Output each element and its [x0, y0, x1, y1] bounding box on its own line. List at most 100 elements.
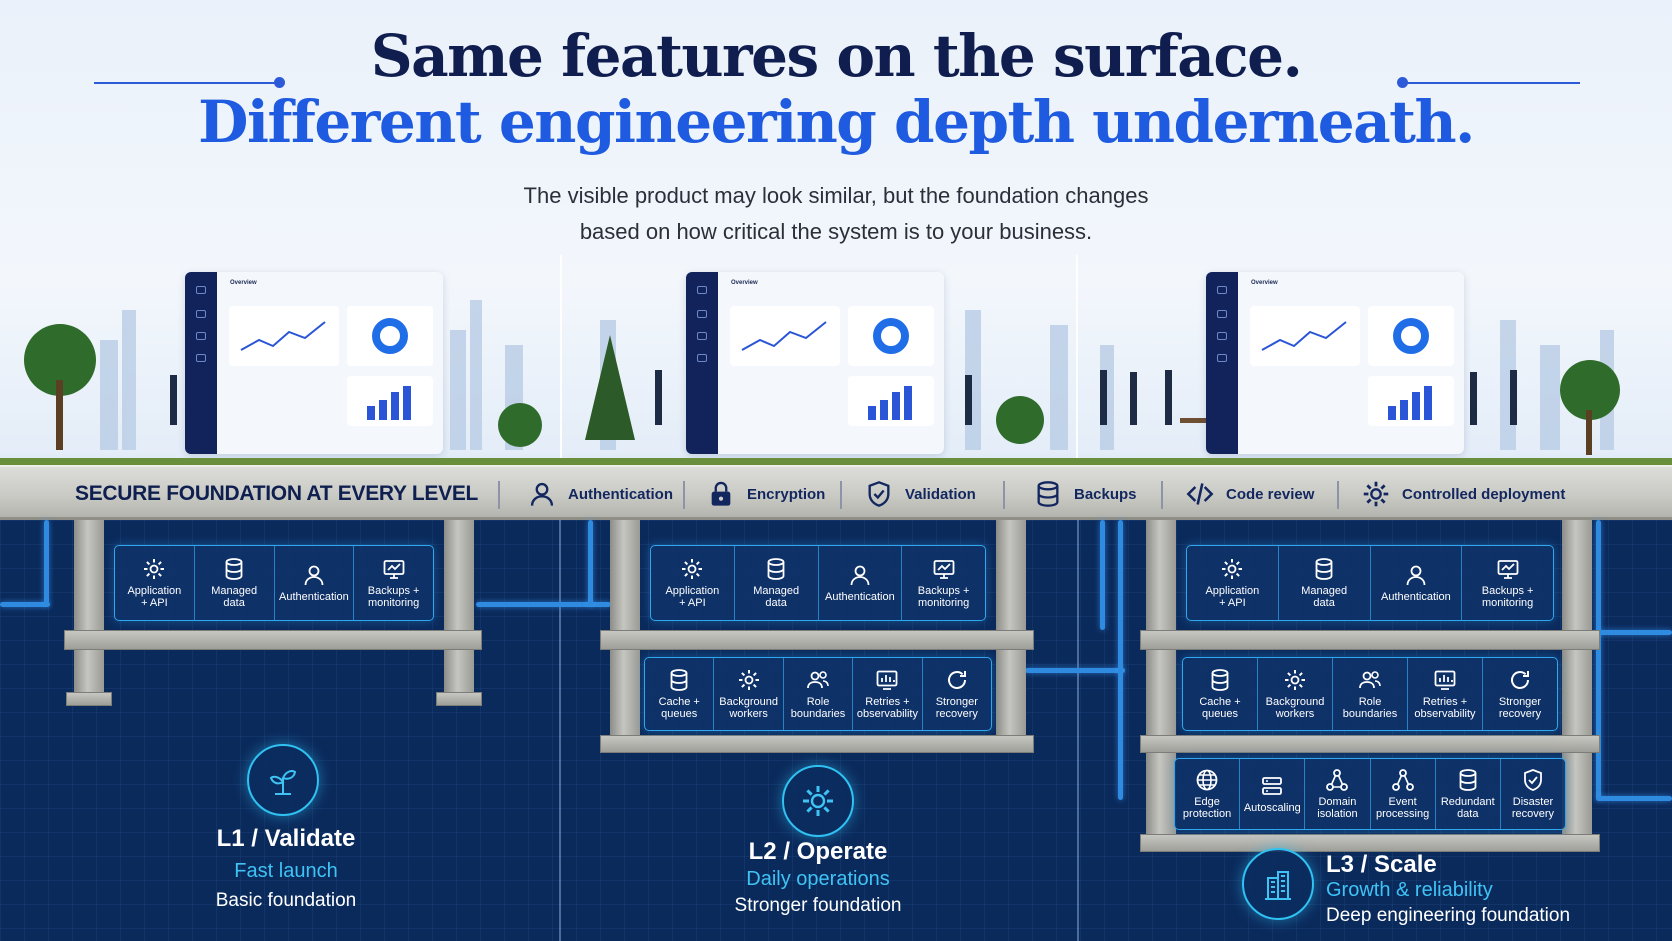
dashboard-mockup-l3: Overview: [1206, 272, 1464, 454]
feature-label: Validation: [905, 485, 976, 503]
layer-item-label: Authentication: [279, 591, 349, 603]
nav-icon: [1217, 332, 1227, 340]
layer-scale-l3: Edge protection Autoscaling Domain isola…: [1174, 758, 1566, 830]
chart-icon: [877, 670, 898, 690]
level-description-l2: Stronger foundation: [734, 895, 902, 916]
lock-icon: [711, 481, 731, 506]
layer-item-label: Managed data: [211, 585, 258, 609]
feature-backups: Backups: [1034, 479, 1137, 509]
layer-item-backups-monitoring: Backups + monitoring: [1462, 546, 1553, 620]
subtitle: The visible product may look similar, bu…: [0, 178, 1672, 250]
layer-base-l1: Application + API Managed data Authentic…: [114, 545, 434, 621]
nav-icon: [1217, 354, 1227, 362]
feature-label: Encryption: [747, 485, 826, 503]
column-divider-surface-1: [560, 255, 562, 465]
layer-operate-l2: Cache + queues Background workers Role b…: [644, 657, 992, 731]
database-icon: [670, 669, 688, 691]
concrete-pillar: [1562, 520, 1592, 850]
line-chart-icon: [741, 321, 827, 351]
feature-code-review: Code review: [1186, 479, 1314, 509]
dashboard-sidebar: [686, 272, 718, 454]
layer-item-label: Application + API: [1205, 585, 1260, 609]
layer-item-label: Cache + queues: [658, 696, 700, 720]
pipe: [1598, 630, 1672, 635]
dashboard-mockup-l2: Overview: [686, 272, 944, 454]
layer-item-edge-protection: Edge protection: [1175, 759, 1241, 829]
separator: [683, 481, 685, 509]
feature-label: Backups: [1074, 485, 1137, 503]
layer-item-label: Edge protection: [1182, 796, 1232, 820]
database-icon: [1037, 481, 1059, 507]
monitor-icon: [933, 560, 955, 579]
level-description-l3: Deep engineering foundation: [1326, 905, 1571, 926]
layer-item-label: Background workers: [1265, 696, 1325, 720]
refresh-icon: [1511, 671, 1529, 689]
logo-icon: [196, 286, 206, 294]
line-chart-icon: [240, 321, 326, 351]
pipe: [1596, 520, 1601, 800]
user-icon: [530, 482, 554, 506]
separator: [1003, 481, 1005, 509]
decorative-line-right: [1402, 82, 1580, 84]
code-icon: [1186, 483, 1214, 505]
layer-item-stronger-recovery: Stronger recovery: [1483, 658, 1557, 730]
headline-line-2: Different engineering depth underneath.: [198, 88, 1475, 156]
nav-icon: [697, 354, 707, 362]
donut-chart-card: [1368, 306, 1454, 366]
concrete-beam: [600, 735, 1034, 753]
separator: [498, 481, 500, 509]
secure-foundation-bar: SECURE FOUNDATION AT EVERY LEVEL Authent…: [0, 465, 1672, 520]
layer-item-cache-queues: Cache + queues: [645, 658, 715, 730]
feature-label: Code review: [1226, 485, 1315, 503]
level-badge-l2: [782, 765, 854, 837]
pipe: [1596, 796, 1672, 801]
database-icon: [1315, 558, 1333, 580]
database-icon: [1211, 669, 1229, 691]
layer-item-label: Event processing: [1376, 796, 1430, 820]
dashboard-title: Overview: [1251, 280, 1278, 286]
layer-item-label: Application + API: [665, 585, 720, 609]
bar-chart-icon: [1388, 386, 1432, 420]
line-chart-card: [1250, 306, 1360, 366]
gear-icon: [1363, 481, 1389, 507]
network-icon: [1391, 769, 1414, 791]
foundation-title: SECURE FOUNDATION AT EVERY LEVEL: [75, 482, 479, 505]
gear-icon: [803, 786, 833, 816]
donut-chart-icon: [873, 318, 909, 354]
layer-item-label: Cache + queues: [1199, 696, 1241, 720]
pipe: [588, 520, 593, 606]
gear-icon: [682, 559, 703, 579]
layer-item-stronger-recovery: Stronger recovery: [923, 658, 991, 730]
concrete-beam: [1140, 735, 1600, 753]
layer-item-label: Application + API: [127, 585, 182, 609]
pipe: [1025, 668, 1125, 673]
shield-check-icon: [1524, 769, 1542, 791]
layer-base-l2: Application + API Managed data Authentic…: [650, 545, 986, 621]
layer-item-backups-monitoring: Backups + monitoring: [354, 546, 433, 620]
users-icon: [1359, 671, 1381, 689]
dashboard-sidebar: [1206, 272, 1238, 454]
layer-item-label: Background workers: [719, 696, 778, 720]
subtitle-line-1: The visible product may look similar, bu…: [523, 183, 1149, 208]
layer-item-label: Retries + observability: [856, 696, 918, 720]
gear-icon: [144, 559, 165, 579]
building-icon: [1265, 871, 1291, 900]
concrete-beam: [600, 630, 1034, 650]
layer-item-event-processing: Event processing: [1371, 759, 1436, 829]
users-icon: [807, 671, 829, 689]
layer-item-label: Backups + monitoring: [1481, 585, 1534, 609]
separator: [1337, 481, 1339, 509]
bar-chart-card: [848, 376, 934, 426]
nav-icon: [196, 310, 206, 318]
gear-icon: [1222, 559, 1243, 579]
feature-validation: Validation: [865, 479, 976, 509]
layer-item-managed-data: Managed data: [1279, 546, 1371, 620]
layer-item-label: Backups + monitoring: [367, 585, 420, 609]
bar-chart-card: [1368, 376, 1454, 426]
logo-icon: [697, 286, 707, 294]
layer-item-redundant-data: Redundant data: [1436, 759, 1501, 829]
database-icon: [225, 558, 243, 580]
database-icon: [767, 558, 785, 580]
server-icon: [1262, 777, 1283, 795]
feature-authentication: Authentication: [528, 479, 673, 509]
